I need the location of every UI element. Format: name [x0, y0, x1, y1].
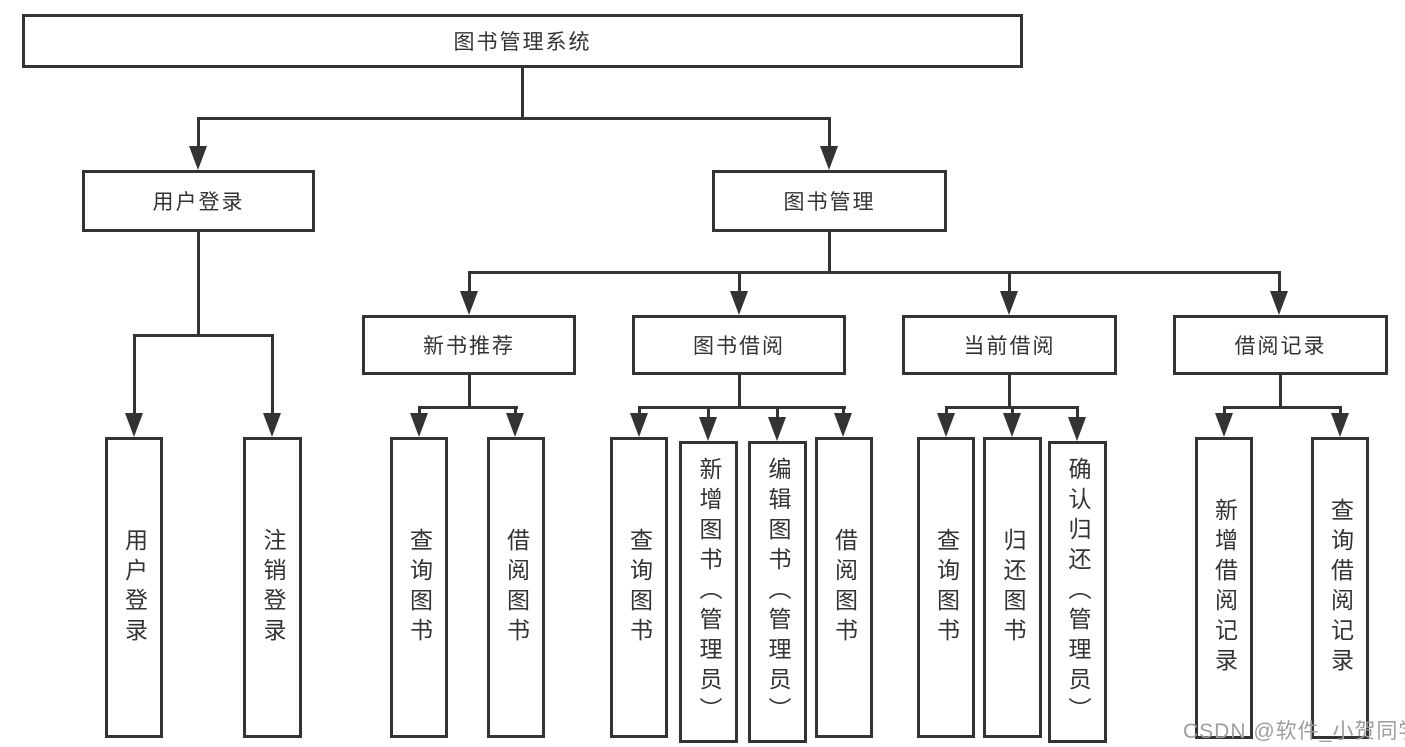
node-leaf-bb-edit-label: 编辑图书（管理员）	[765, 457, 791, 727]
connector-user-login-drop-2	[271, 334, 274, 414]
node-leaf-cb-return-label: 归还图书	[1000, 527, 1026, 648]
connector-book-borrow-drop-1	[638, 406, 641, 415]
node-leaf-logout: 注销登录	[243, 437, 302, 738]
node-leaf-logout-label: 注销登录	[260, 527, 286, 648]
connector-root-trunk	[521, 68, 524, 119]
connector-borrow-records-drop-1	[1223, 406, 1226, 415]
connector-new-books-rail	[418, 406, 518, 409]
node-leaf-br-query-label: 查询借阅记录	[1327, 498, 1354, 678]
connector-book-mgmt-trunk	[828, 232, 831, 273]
node-leaf-cb-return: 归还图书	[983, 437, 1042, 738]
node-leaf-br-query: 查询借阅记录	[1311, 437, 1369, 739]
connector-book-borrow-trunk	[738, 375, 741, 408]
connector-borrow-records-trunk	[1279, 375, 1282, 408]
watermark: CSDN @软件_小贺同学	[1183, 720, 1405, 743]
arrowhead-nb-query	[410, 413, 428, 437]
node-leaf-br-add: 新增借阅记录	[1195, 437, 1253, 739]
connector-new-books-drop-2	[514, 406, 517, 415]
arrowhead-leaf-logout	[263, 413, 281, 437]
node-new-books-label: 新书推荐	[423, 335, 515, 358]
node-user-login: 用户登录	[82, 170, 315, 232]
arrowhead-book-mgmt	[820, 146, 838, 170]
node-leaf-bb-borrow: 借阅图书	[815, 437, 873, 738]
node-leaf-user-login-label: 用户登录	[121, 527, 148, 648]
node-book-borrow-label: 图书借阅	[693, 335, 785, 358]
node-leaf-cb-confirm: 确认归还（管理员）	[1048, 441, 1107, 743]
arrowhead-br-add	[1215, 413, 1233, 437]
connector-book-mgmt-drop-1	[468, 271, 471, 293]
arrowhead-new-books	[460, 291, 478, 315]
connector-borrow-records-drop-2	[1339, 406, 1342, 415]
connector-current-borrow-drop-1	[945, 406, 948, 415]
node-leaf-bb-query-label: 查询图书	[626, 527, 653, 648]
node-leaf-br-add-label: 新增借阅记录	[1211, 498, 1238, 678]
arrowhead-current-borrow	[1000, 291, 1018, 315]
node-leaf-bb-query: 查询图书	[610, 437, 668, 738]
connector-book-borrow-rail	[638, 406, 846, 409]
node-book-mgmt-label: 图书管理	[783, 191, 876, 214]
arrowhead-cb-confirm	[1068, 417, 1086, 441]
connector-user-login-drop-1	[133, 334, 136, 414]
connector-current-borrow-drop-2	[1011, 406, 1014, 415]
arrowhead-leaf-user-login	[125, 413, 143, 437]
node-leaf-bb-add: 新增图书（管理员）	[679, 441, 738, 743]
node-book-borrow: 图书借阅	[632, 315, 846, 375]
node-user-login-label: 用户登录	[152, 191, 245, 214]
connector-book-mgmt-drop-2	[738, 271, 741, 293]
node-root-label: 图书管理系统	[453, 31, 592, 54]
node-current-borrow: 当前借阅	[902, 315, 1117, 375]
node-borrow-records-label: 借阅记录	[1234, 335, 1327, 358]
connector-book-mgmt-drop-3	[1008, 271, 1011, 293]
node-leaf-cb-query: 查询图书	[917, 437, 975, 738]
node-leaf-bb-add-label: 新增图书（管理员）	[696, 457, 722, 727]
node-current-borrow-label: 当前借阅	[963, 335, 1056, 358]
node-leaf-bb-edit: 编辑图书（管理员）	[748, 441, 807, 743]
arrowhead-bb-add	[699, 417, 717, 441]
connector-book-mgmt-rail	[468, 271, 1281, 274]
node-leaf-nb-query: 查询图书	[390, 437, 448, 738]
node-new-books: 新书推荐	[362, 315, 576, 375]
connector-current-borrow-drop-3	[1076, 406, 1079, 419]
connector-book-borrow-drop-4	[842, 406, 845, 415]
arrowhead-bb-edit	[768, 417, 786, 441]
arrowhead-user-login	[189, 146, 207, 170]
connector-root-drop-left	[197, 117, 200, 149]
connector-borrow-records-rail	[1223, 406, 1342, 409]
node-leaf-nb-borrow-label: 借阅图书	[503, 527, 530, 648]
arrowhead-borrow-records	[1270, 291, 1288, 315]
node-root: 图书管理系统	[22, 14, 1023, 68]
node-leaf-user-login: 用户登录	[105, 437, 163, 738]
node-leaf-cb-query-label: 查询图书	[933, 527, 960, 648]
connector-user-login-trunk	[197, 232, 200, 337]
connector-root-rail	[197, 117, 831, 120]
arrowhead-br-query	[1331, 413, 1349, 437]
connector-book-mgmt-drop-4	[1278, 271, 1281, 293]
node-leaf-cb-confirm-label: 确认归还（管理员）	[1065, 457, 1091, 727]
node-leaf-nb-borrow: 借阅图书	[487, 437, 545, 738]
connector-user-login-rail	[133, 334, 274, 337]
arrowhead-nb-borrow	[506, 413, 524, 437]
connector-book-borrow-drop-3	[776, 406, 779, 419]
connector-current-borrow-trunk	[1008, 375, 1011, 408]
arrowhead-book-borrow	[730, 291, 748, 315]
node-leaf-nb-query-label: 查询图书	[406, 527, 433, 648]
arrowhead-bb-borrow	[834, 413, 852, 437]
arrowhead-cb-return	[1003, 413, 1021, 437]
arrowhead-bb-query	[630, 413, 648, 437]
connector-book-borrow-drop-2	[707, 406, 710, 419]
arrowhead-cb-query	[937, 413, 955, 437]
node-borrow-records: 借阅记录	[1173, 315, 1388, 375]
connector-root-drop-right	[828, 117, 831, 149]
connector-new-books-drop-1	[418, 406, 421, 415]
connector-new-books-trunk	[468, 375, 471, 408]
node-book-mgmt: 图书管理	[712, 170, 947, 232]
node-leaf-bb-borrow-label: 借阅图书	[831, 527, 858, 648]
